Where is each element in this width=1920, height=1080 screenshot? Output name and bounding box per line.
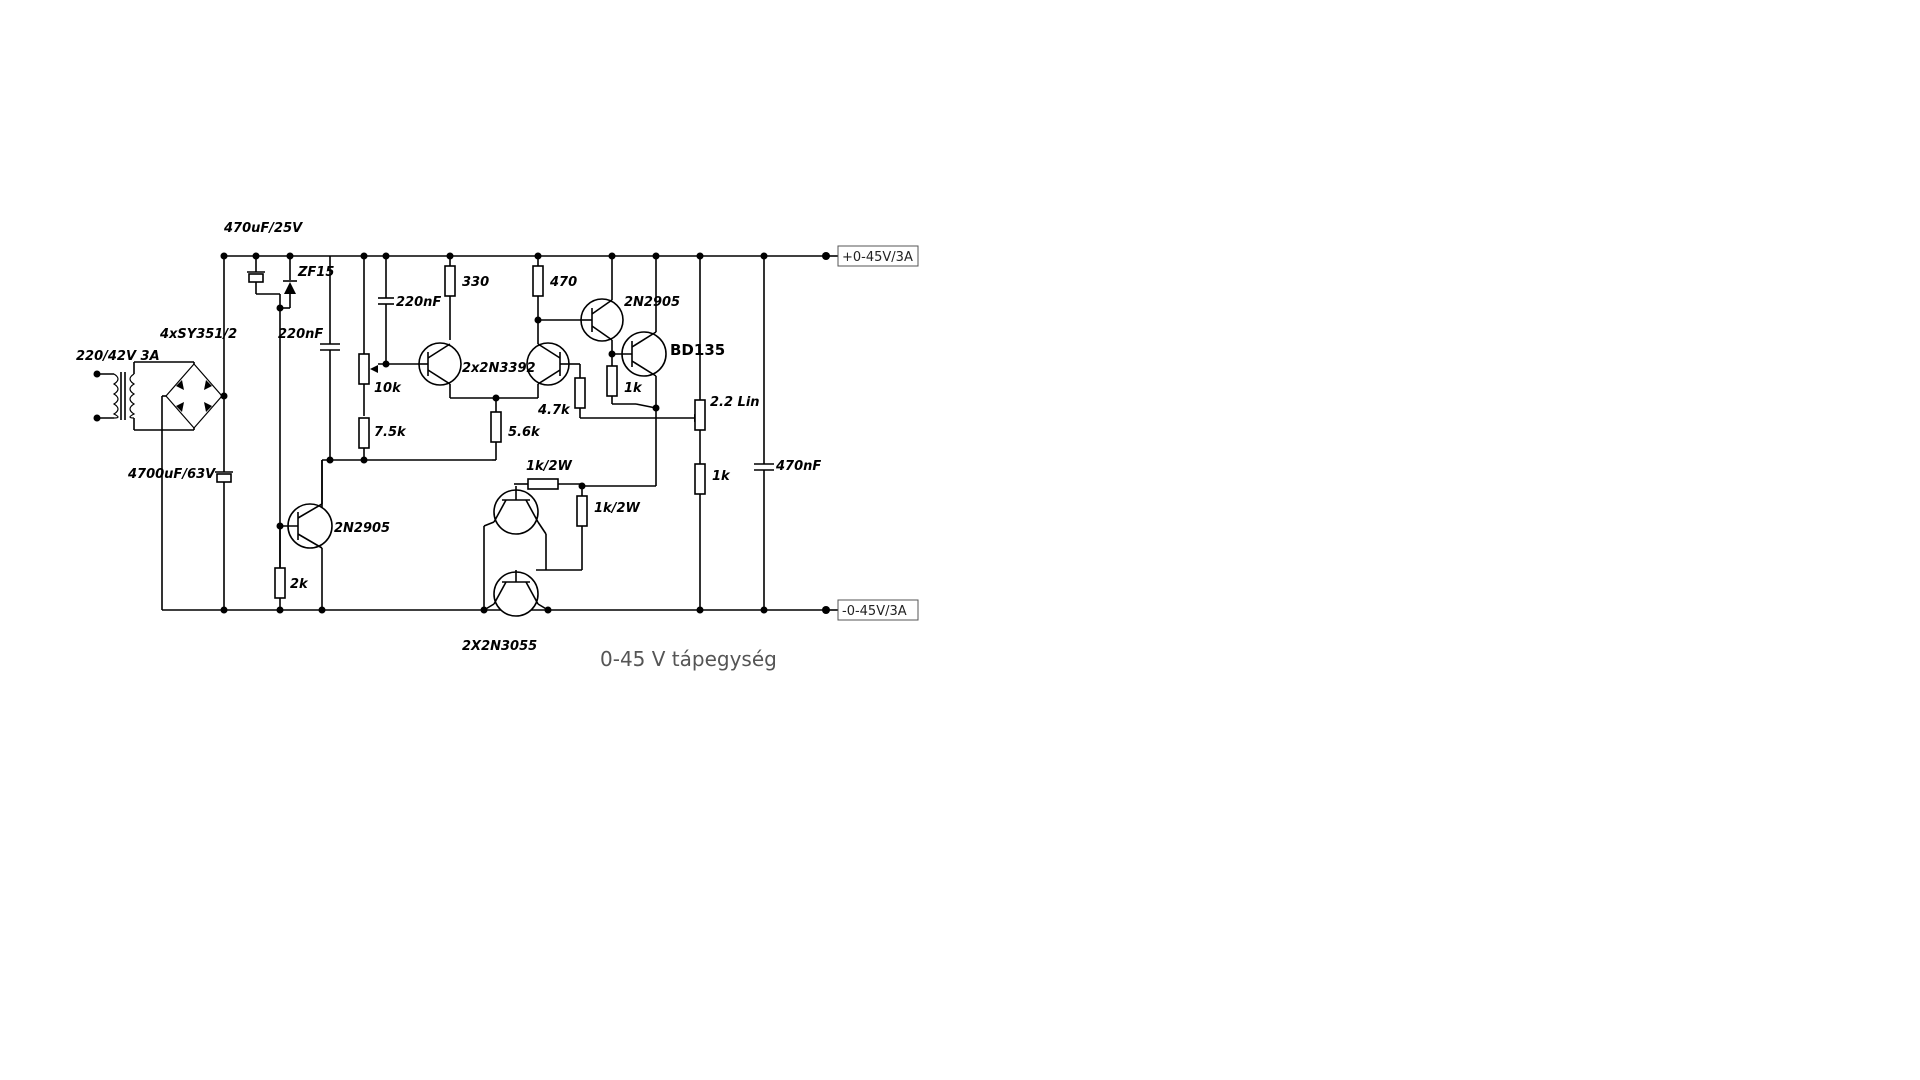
negative-terminal-label: -0-45V/3A xyxy=(842,604,907,619)
diagram-caption: 0-45 V tápegység xyxy=(600,647,777,671)
zener-label: ZF15 xyxy=(297,265,334,280)
transistor-3055-lower xyxy=(483,570,549,617)
res-7k5-label: 7.5k xyxy=(374,425,407,440)
zener-diode xyxy=(279,256,297,309)
q-bd135-label: BD135 xyxy=(670,341,725,359)
res-1k-mid-label: 1k xyxy=(712,469,731,484)
resistor-470 xyxy=(532,256,544,344)
pot-10k-label: 10k xyxy=(374,381,402,396)
main-filter-capacitor xyxy=(215,256,233,610)
resistor-4k7 xyxy=(574,364,702,422)
power-pair-label: 2X2N3055 xyxy=(462,639,537,654)
res-4k7-label: 4.7k xyxy=(537,403,571,418)
output-capacitor xyxy=(754,256,774,610)
transistor-q2 xyxy=(526,342,570,398)
main-cap-label: 4700uF/63V xyxy=(127,467,216,482)
reference-capacitor xyxy=(247,256,280,295)
positive-terminal xyxy=(822,245,919,267)
capacitor-220nf-b xyxy=(378,256,394,364)
resistor-1k-mid xyxy=(694,463,706,610)
resistor-7k5 xyxy=(358,417,370,460)
negative-terminal xyxy=(822,599,919,621)
transistor-q1 xyxy=(418,342,462,398)
res-1k-top-label: 1k xyxy=(624,381,643,396)
potentiometer-2k2 xyxy=(694,256,706,464)
potentiometer-10k xyxy=(358,256,378,416)
q-2n2905-low-label: 2N2905 xyxy=(334,521,390,536)
positive-terminal-label: +0-45V/3A xyxy=(842,250,913,265)
resistor-1k2w-b xyxy=(536,486,588,571)
transformer xyxy=(93,361,194,431)
transformer-label: 220/42V 3A xyxy=(76,349,160,364)
res-1k2w-b-label: 1k/2W xyxy=(594,501,640,516)
resistor-330 xyxy=(444,256,456,340)
pot-2k2-label: 2.2 Lin xyxy=(710,395,760,410)
cap-220nf-a-label: 220nF xyxy=(278,327,323,342)
transistor-2n2905-top xyxy=(580,256,624,354)
transistor-2n2905-low xyxy=(280,460,333,610)
cap-out-label: 470nF xyxy=(775,459,821,474)
resistor-5k6 xyxy=(490,398,502,460)
bridge-rectifier xyxy=(161,362,228,610)
transistor-3055-upper xyxy=(483,486,547,535)
res-470-label: 470 xyxy=(549,275,577,290)
resistor-2k xyxy=(274,526,286,610)
res-5k6-label: 5.6k xyxy=(508,425,541,440)
capacitor-220nf-a xyxy=(320,256,340,460)
resistor-1k2w-a xyxy=(514,478,582,490)
ref-cap-label: 470uF/25V xyxy=(223,221,303,236)
q-2n2905-top-label: 2N2905 xyxy=(624,295,680,310)
transistor-bd135 xyxy=(612,256,667,408)
cap-220nf-b-label: 220nF xyxy=(396,295,441,310)
res-330-label: 330 xyxy=(462,275,489,290)
bridge-label: 4xSY351/2 xyxy=(159,327,237,342)
diff-pair-label: 2x2N3392 xyxy=(462,361,536,376)
res-1k2w-a-label: 1k/2W xyxy=(526,459,572,474)
resistor-1k-top xyxy=(606,354,636,405)
res-2k-label: 2k xyxy=(290,577,309,592)
